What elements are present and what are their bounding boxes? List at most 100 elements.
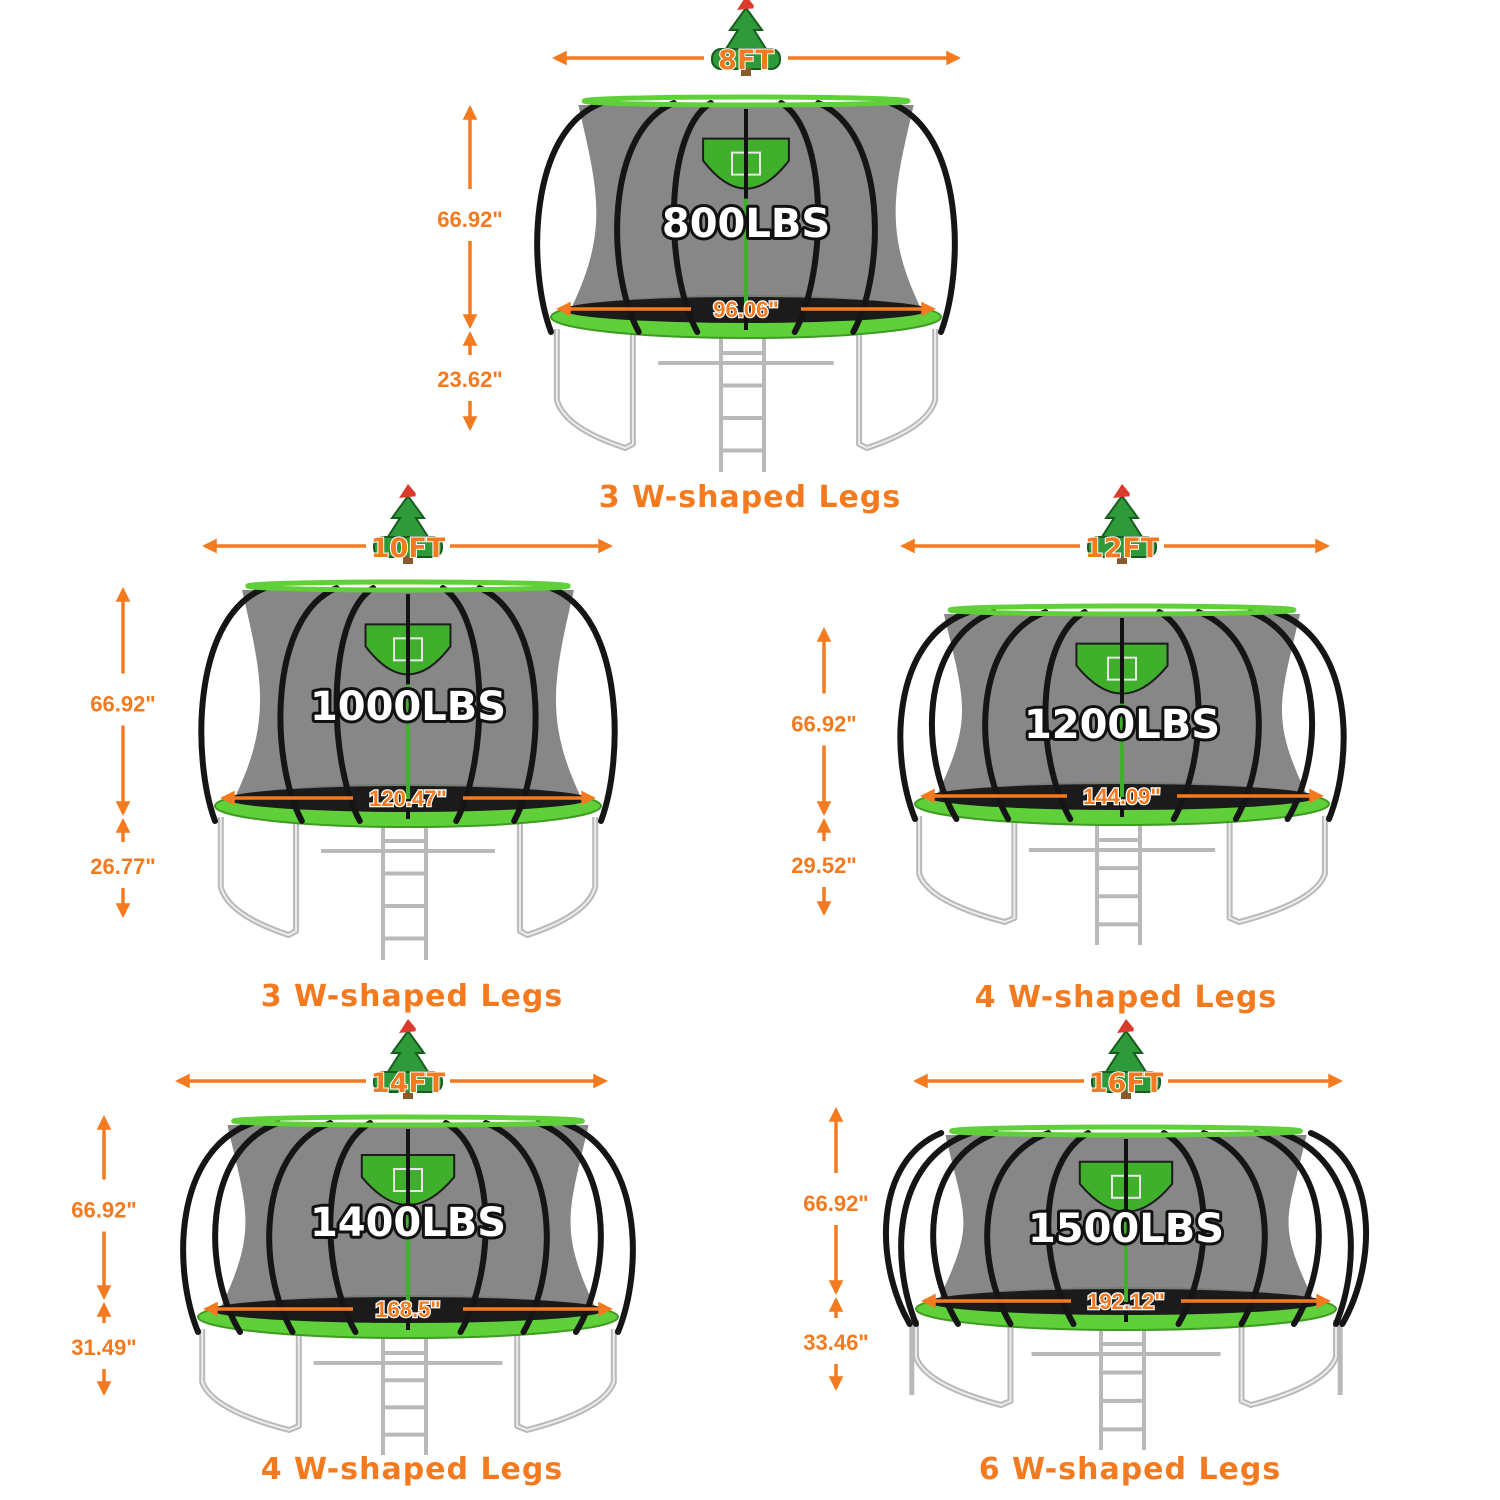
curved-pole [928, 609, 997, 822]
santa-hat [1113, 484, 1132, 498]
leg-height-label: 29.52" [791, 853, 856, 878]
size-label: 14FT [371, 1068, 446, 1099]
enclosure-poles [882, 1130, 1370, 1327]
diameter-label: 120.47" [369, 786, 447, 811]
enclosure-poles [897, 609, 1347, 822]
basketball-hoop [1075, 618, 1169, 817]
curved-pole [212, 1120, 281, 1335]
curved-pole [1200, 1130, 1268, 1327]
curved-pole [560, 1120, 636, 1335]
curved-pole [535, 1120, 604, 1335]
christmas-tree-icon [1087, 484, 1157, 564]
curved-pole [266, 1120, 334, 1335]
diameter-label: 96.06" [713, 297, 778, 322]
leg-frame [514, 1329, 617, 1433]
leg-frame [916, 816, 1018, 925]
leg-height-label: 33.46" [803, 1330, 868, 1355]
ladder [1095, 808, 1142, 945]
curved-pole [897, 609, 972, 822]
top-rim [947, 603, 1297, 617]
net-height-label: 66.92" [803, 1191, 868, 1216]
curved-pole [439, 585, 483, 824]
curved-pole [778, 100, 822, 335]
curved-pole [1253, 1130, 1322, 1327]
enclosure-poles [534, 100, 958, 335]
curved-pole [198, 585, 269, 824]
curved-pole [887, 100, 958, 335]
santa-hat [399, 484, 418, 498]
curved-pole [930, 1130, 999, 1327]
curved-pole [1156, 609, 1202, 822]
curved-pole [333, 585, 377, 824]
size-label: 12FT [1085, 533, 1160, 564]
leg-frame [856, 329, 939, 451]
net-height-label: 66.92" [791, 712, 856, 737]
leg-frame [199, 1329, 302, 1433]
santa-hat [399, 1019, 418, 1033]
legs-caption: 3 W-shaped Legs [261, 979, 564, 1014]
christmas-tree-icon [1091, 1019, 1161, 1099]
enclosure-poles [198, 585, 618, 824]
trampoline-panel-12ft: 12FT 144.09" 1200LBS 66.92" 29.52" 4 W-shaped… [791, 484, 1347, 1015]
top-rim [245, 579, 571, 593]
diameter-label: 144.09" [1083, 784, 1161, 809]
curved-pole [180, 1120, 256, 1335]
weight-capacity-label: 1200LBS [1024, 702, 1220, 748]
top-rim [581, 94, 911, 108]
leg-height-label: 23.62" [437, 367, 502, 392]
curved-pole [482, 1120, 550, 1335]
christmas-tree-icon [373, 1019, 443, 1099]
christmas-tree-icon [711, 0, 781, 76]
diameter-label: 192.12" [1087, 1289, 1165, 1314]
santa-hat [1117, 1019, 1136, 1033]
net-height-label: 66.92" [437, 207, 502, 232]
leg-frame [553, 329, 636, 451]
curved-pole [1045, 1130, 1092, 1327]
net-height-label: 66.92" [90, 692, 155, 717]
curved-pole [815, 100, 878, 335]
size-label: 16FT [1089, 1068, 1164, 1099]
curved-pole [442, 1120, 489, 1335]
w-shaped-legs [553, 329, 939, 451]
basketball-hoop [364, 594, 452, 819]
diameter-label: 168.5" [375, 1297, 440, 1322]
basketball-hoop [702, 109, 790, 330]
legs-caption: 4 W-shaped Legs [975, 980, 1278, 1015]
net-height-label: 66.92" [71, 1198, 136, 1223]
curved-pole [898, 1130, 974, 1327]
ladder [719, 321, 766, 472]
curved-pole [1272, 609, 1347, 822]
weight-capacity-label: 1000LBS [310, 684, 506, 730]
w-shaped-legs [217, 817, 599, 938]
curved-pole [277, 585, 340, 824]
size-label: 10FT [371, 533, 446, 564]
curved-pole [1195, 609, 1262, 822]
curved-pole [982, 609, 1049, 822]
santa-hat [737, 0, 756, 10]
curved-pole [1307, 1130, 1370, 1327]
curved-pole [534, 100, 605, 335]
curved-pole [670, 100, 714, 335]
leg-frame [217, 817, 300, 938]
curved-pole [476, 585, 539, 824]
legs-caption: 6 W-shaped Legs [979, 1452, 1282, 1487]
basketball-hoop [360, 1129, 456, 1330]
ladder [381, 1321, 428, 1455]
leg-frame [1226, 816, 1328, 925]
top-rim [231, 1114, 585, 1128]
curved-pole [1042, 609, 1088, 822]
curved-pole [547, 585, 618, 824]
curved-pole [882, 1130, 945, 1327]
weight-capacity-label: 1400LBS [310, 1200, 506, 1246]
curved-pole [1160, 1130, 1207, 1327]
curved-pole [614, 100, 677, 335]
leg-frame [516, 817, 599, 938]
curved-pole [1247, 609, 1316, 822]
ladder [1099, 1312, 1146, 1450]
top-rim [949, 1124, 1303, 1138]
curved-pole [984, 1130, 1052, 1327]
